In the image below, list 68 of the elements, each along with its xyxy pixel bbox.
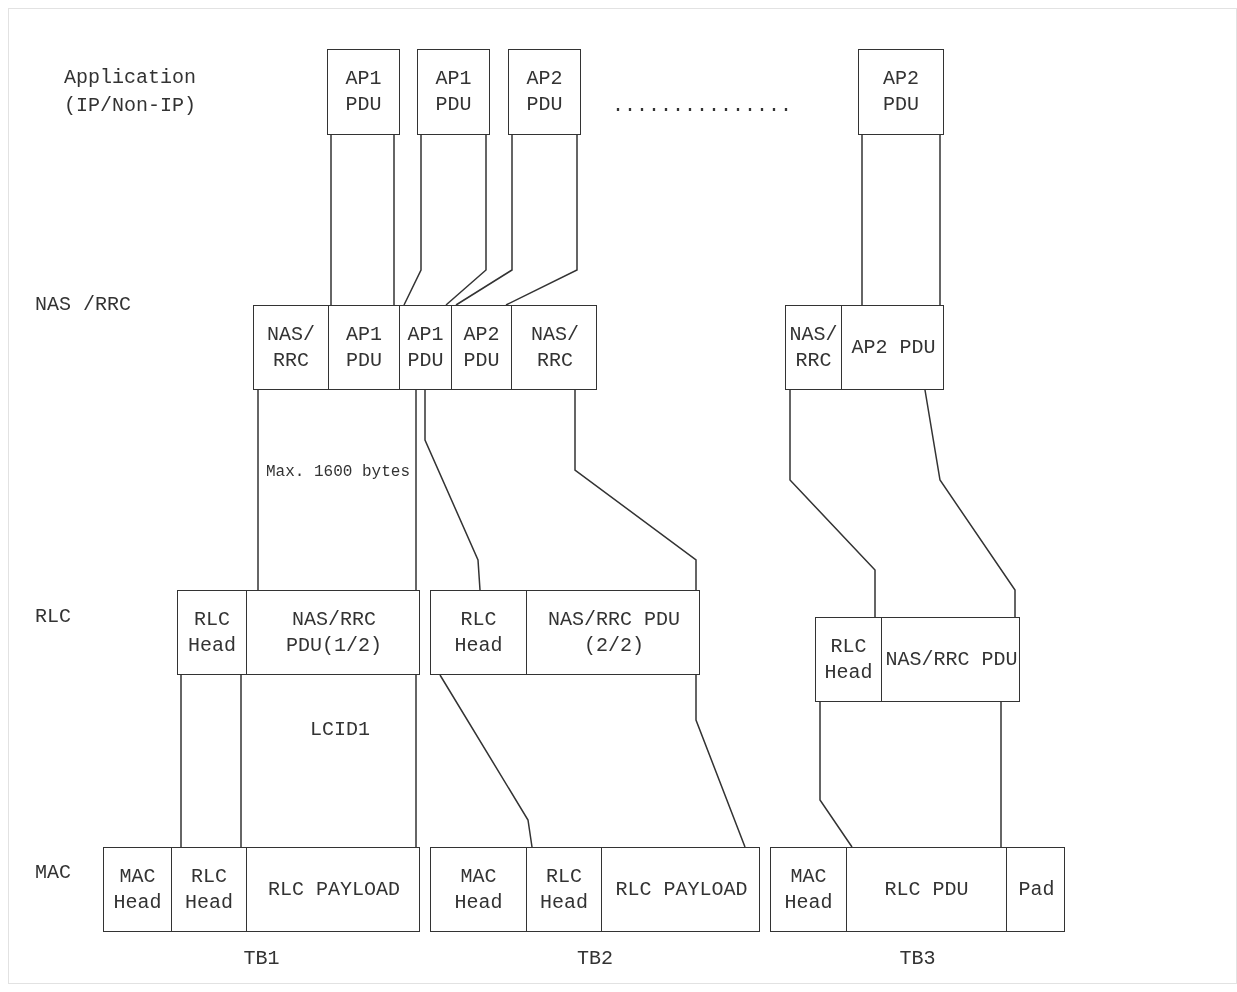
cell-text: AP1 PDU [406, 321, 445, 374]
layer-label: NAS /RRC [35, 292, 132, 318]
mapping-line [939, 134, 941, 306]
cell-text: RLC Head [184, 863, 234, 916]
mapping-line [330, 134, 332, 306]
cell-text: MAC Head [783, 863, 834, 916]
cell-text: NAS/ RRC [788, 321, 839, 374]
layer-label: MAC [35, 860, 72, 886]
layer-box [177, 590, 420, 675]
mapping-line [695, 674, 746, 848]
mapping-line [257, 389, 259, 591]
cell-text: AP2 PDU [851, 334, 936, 361]
cell-text: NAS/RRC PDU (2/2) [547, 606, 681, 659]
layer-box [430, 590, 700, 675]
block-label: TB1 [242, 946, 281, 972]
cell-text: AP2 PDU [882, 66, 920, 118]
block-label: TB3 [898, 946, 937, 972]
cell-text: Pad [1018, 876, 1055, 903]
layer-box [430, 847, 760, 932]
layer-box [815, 617, 1020, 702]
layer-box [770, 847, 1065, 932]
cell-text: NAS/RRC PDU(1/2) [285, 606, 383, 659]
ellipsis-dots: ............... [612, 93, 794, 119]
mapping-line [393, 134, 395, 306]
cell-text: RLC PAYLOAD [615, 876, 748, 903]
cell-text: RLC Head [539, 863, 589, 916]
mapping-line [180, 674, 182, 848]
mapping-line [455, 134, 513, 306]
cell-text: MAC Head [453, 863, 504, 916]
mapping-line [1000, 701, 1002, 848]
layer-label: Application (IP/Non-IP) [63, 65, 197, 119]
block-label: TB2 [576, 946, 614, 972]
mapping-line [240, 674, 242, 848]
mapping-line [424, 389, 481, 591]
mapping-line [924, 389, 1016, 618]
pdu-box [508, 49, 581, 135]
channel-label: LCID1 [309, 717, 371, 743]
cell-text: RLC Head [823, 633, 874, 686]
cell-text: AP2 PDU [525, 66, 564, 118]
cell-text: MAC Head [112, 863, 163, 916]
cell-text: RLC Head [453, 606, 504, 659]
pdu-box [858, 49, 944, 135]
cell-text: RLC Head [187, 606, 237, 659]
mapping-line [789, 389, 876, 618]
cell-text: RLC PDU [884, 876, 969, 903]
cell-text: AP1 PDU [434, 66, 473, 118]
mapping-line [861, 134, 863, 306]
cell-text: AP1 PDU [344, 66, 383, 118]
mapping-line [445, 134, 487, 306]
mapping-line [403, 134, 422, 306]
mapping-line [819, 701, 853, 848]
layer-label: RLC [35, 604, 72, 630]
layer-box [103, 847, 420, 932]
mapping-line [574, 389, 697, 591]
cell-text: NAS/ RRC [266, 321, 316, 374]
mapping-line [439, 674, 533, 848]
layer-box [785, 305, 944, 390]
pdu-box [327, 49, 400, 135]
cell-text: NAS/RRC PDU [885, 646, 1018, 673]
cell-text: AP1 PDU [345, 321, 383, 374]
cell-text: NAS/ RRC [530, 321, 580, 374]
mapping-line [415, 674, 417, 848]
layer-box [253, 305, 597, 390]
mapping-line [505, 134, 578, 306]
mapping-line [415, 389, 417, 591]
cell-text: AP2 PDU [462, 321, 501, 374]
cell-text: RLC PAYLOAD [268, 876, 400, 903]
pdu-box [417, 49, 490, 135]
